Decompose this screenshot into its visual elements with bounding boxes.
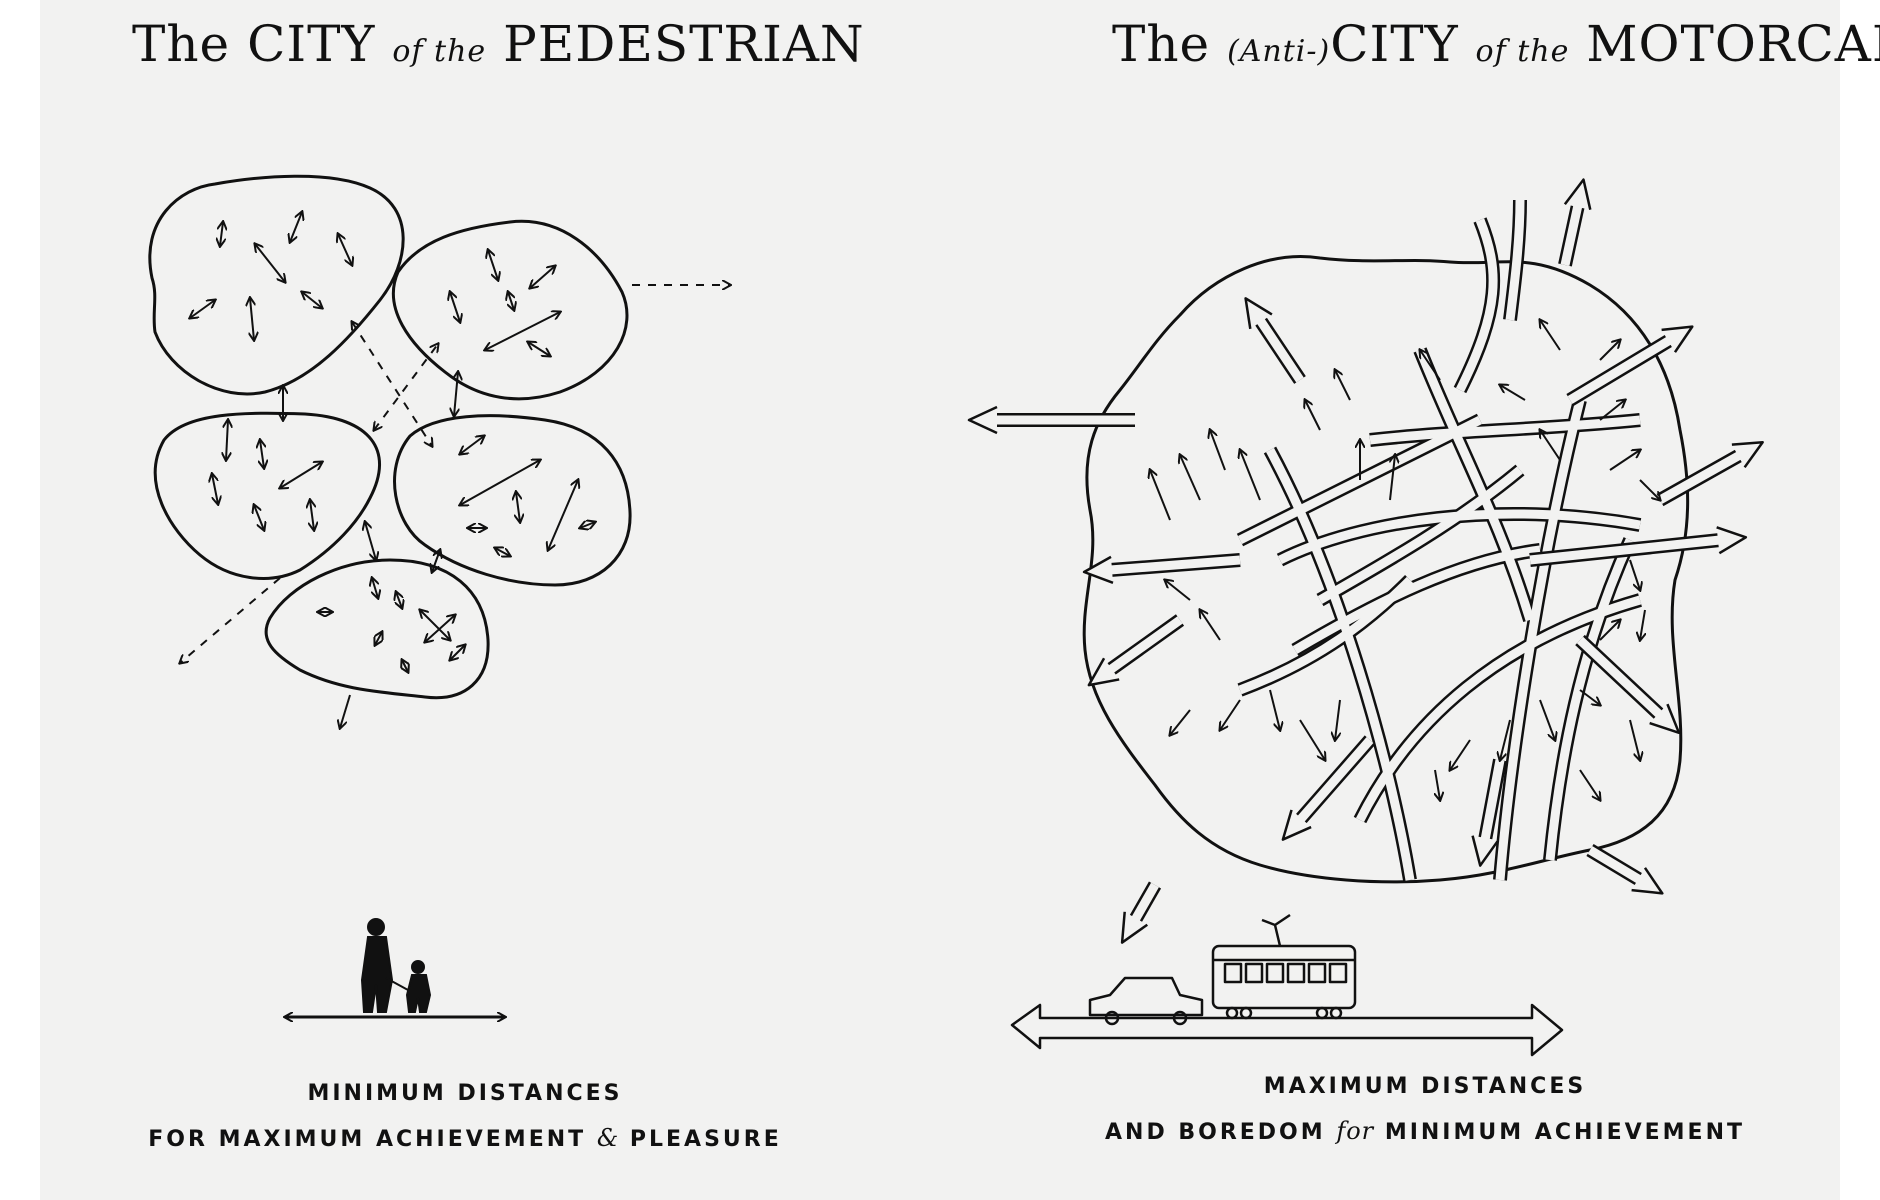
caption-for: for bbox=[1336, 1117, 1375, 1145]
neighborhood-cell-5 bbox=[264, 558, 490, 700]
motorcar-city-panel: The (Anti-)CITY of the MOTORCAR bbox=[940, 0, 1880, 1200]
caption-minimum-achievement: MINIMUM ACHIEVEMENT bbox=[1384, 1120, 1745, 1145]
caption-line-2: AND BOREDOM for MINIMUM ACHIEVEMENT bbox=[1080, 1109, 1770, 1155]
pedestrian-city-title: The CITY of the PEDESTRIAN bbox=[132, 14, 865, 82]
caption-achievement: FOR MAXIMUM ACHIEVEMENT bbox=[148, 1127, 587, 1152]
caption-ampersand: & bbox=[596, 1124, 620, 1152]
title-word-of-the: of the bbox=[1475, 34, 1570, 69]
caption-line-1: MINIMUM DISTANCES bbox=[307, 1081, 623, 1106]
pedestrian-city-panel: The CITY of the PEDESTRIAN bbox=[40, 0, 940, 1200]
caption-line-2: FOR MAXIMUM ACHIEVEMENT & PLEASURE bbox=[100, 1116, 830, 1162]
caption-pleasure: PLEASURE bbox=[629, 1127, 782, 1152]
pedestrian-caption: MINIMUM DISTANCES FOR MAXIMUM ACHIEVEMEN… bbox=[100, 1072, 830, 1162]
title-word-the: The bbox=[1112, 15, 1211, 73]
title-word-city: CITY bbox=[247, 15, 376, 73]
cell-link-arrows bbox=[283, 372, 458, 572]
caption-boredom: AND BOREDOM bbox=[1105, 1120, 1326, 1145]
neighborhood-cell-3 bbox=[153, 411, 381, 580]
title-word-the: The bbox=[132, 15, 231, 73]
neighborhood-cell-1 bbox=[148, 174, 405, 396]
title-word-pedestrian: PEDESTRIAN bbox=[503, 15, 865, 73]
pedestrian-city-diagram bbox=[148, 174, 940, 1200]
motorcar-city-diagram bbox=[967, 178, 1764, 1057]
highway-arrows-outline bbox=[1236, 199, 1642, 882]
title-word-motorcar: MOTORCAR bbox=[1586, 15, 1880, 73]
neighborhood-cell-2 bbox=[391, 219, 629, 401]
dashed-connection-arrows bbox=[180, 285, 730, 728]
neighborhood-cell-4 bbox=[393, 414, 632, 587]
title-word-anti: (Anti-) bbox=[1227, 34, 1331, 69]
short-walking-arrows bbox=[190, 212, 595, 672]
caption-line-1: MAXIMUM DISTANCES bbox=[1263, 1074, 1587, 1099]
title-word-city: CITY bbox=[1330, 15, 1459, 73]
congestion-arrows bbox=[1150, 320, 1660, 800]
motorcar-caption: MAXIMUM DISTANCES AND BOREDOM for MINIMU… bbox=[1080, 1065, 1770, 1155]
tram-icon bbox=[1211, 913, 1357, 1020]
drawing-sheet: The CITY of the PEDESTRIAN bbox=[40, 0, 1880, 1200]
title-word-of-the: of the bbox=[392, 34, 487, 69]
motorcar-distance-scale bbox=[1010, 1003, 1564, 1057]
pedestrian-family-icon bbox=[360, 918, 432, 1013]
motorcar-city-title: The (Anti-)CITY of the MOTORCAR bbox=[1112, 14, 1880, 82]
